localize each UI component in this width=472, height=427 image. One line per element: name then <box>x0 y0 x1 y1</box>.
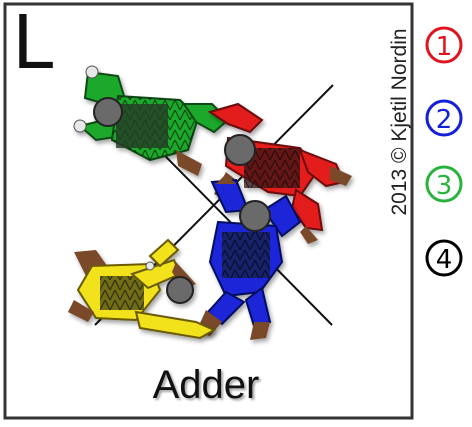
slot-2-number: 2 <box>436 105 453 135</box>
green-jumper <box>73 65 230 176</box>
slot-4-badge <box>425 239 463 277</box>
slot-3-badge <box>425 165 463 203</box>
yellow-jumper <box>68 238 217 340</box>
blue-jumper <box>196 174 302 340</box>
slot-1-badge <box>425 26 463 64</box>
formation-letter: L <box>12 0 54 86</box>
slot-1-number: 1 <box>436 32 453 62</box>
slot-4-number: 4 <box>436 245 453 275</box>
slot-3-number: 3 <box>436 171 453 201</box>
copyright-text: 2013 © Kjetil Nordin <box>388 28 411 216</box>
slot-2-badge <box>425 99 463 137</box>
formation-name: Adder <box>152 363 260 407</box>
